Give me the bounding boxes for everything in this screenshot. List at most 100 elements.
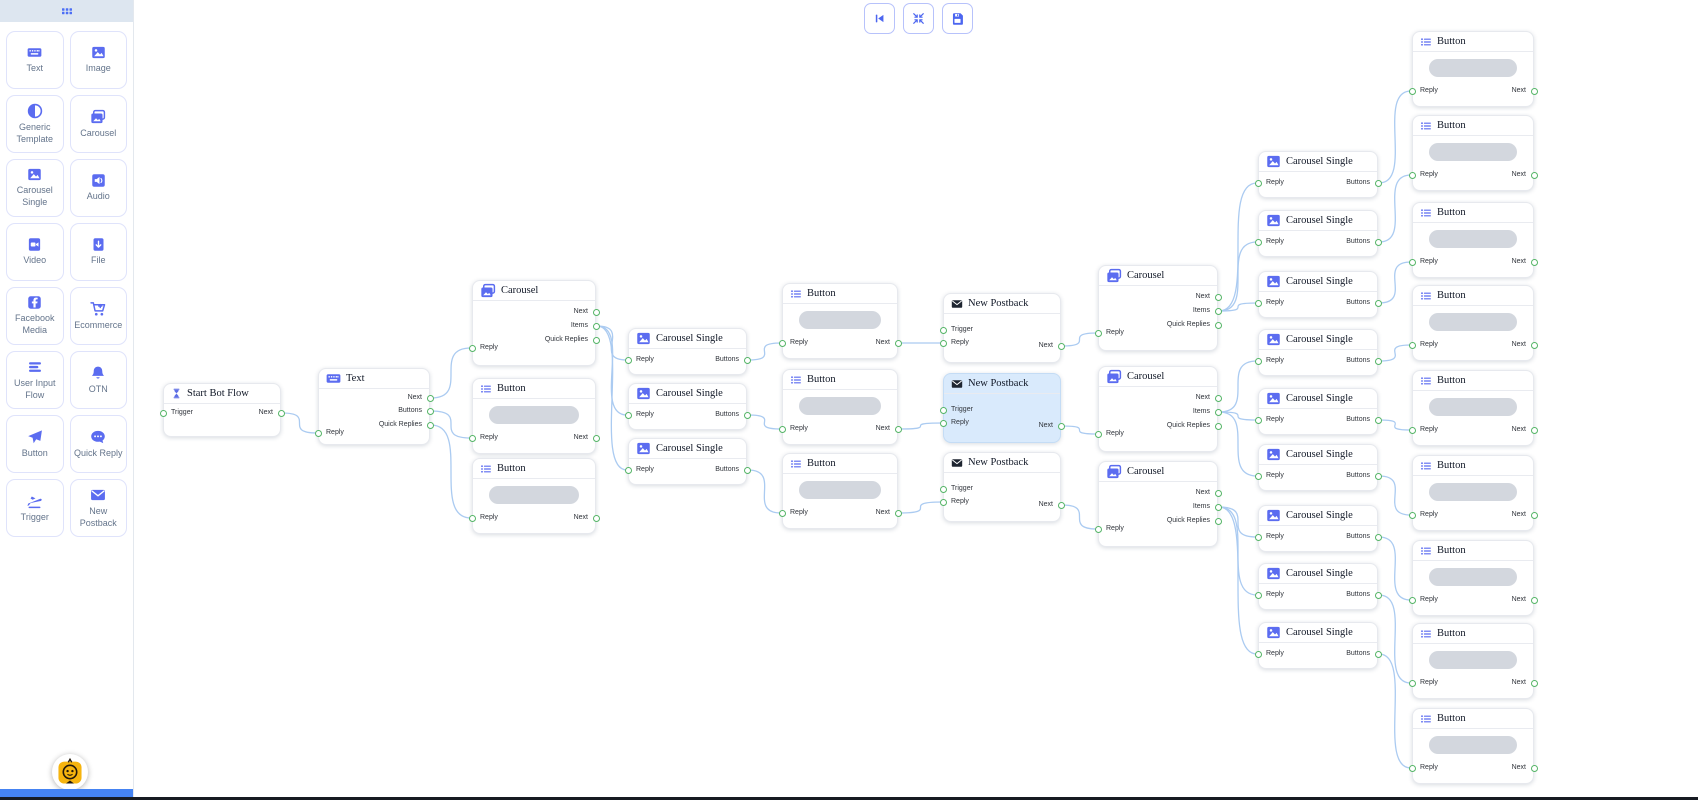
port-buttons-handle[interactable] [1374,592,1382,599]
port-quick-replies-handle[interactable] [426,422,434,429]
port-next-handle[interactable] [592,435,600,442]
port-next-handle[interactable] [277,410,285,417]
port-items-handle[interactable] [1214,409,1222,416]
port-reply-handle[interactable] [1408,88,1416,95]
port-next-handle[interactable] [1530,680,1538,687]
port-reply-handle[interactable] [624,467,632,474]
port-buttons-handle[interactable] [1374,651,1382,658]
port-next-handle[interactable] [1057,343,1065,350]
port-reply-handle[interactable] [1408,172,1416,179]
port-reply-handle[interactable] [778,510,786,517]
port-buttons-handle[interactable] [743,467,751,474]
port-next-handle[interactable] [1530,88,1538,95]
port-reply-handle[interactable] [778,426,786,433]
port-next-handle[interactable] [1530,259,1538,266]
port-quick-replies-handle[interactable] [1214,423,1222,430]
sidebar-item-new-postback[interactable]: New Postback [69,479,127,537]
port-buttons-handle[interactable] [1374,358,1382,365]
port-buttons-handle[interactable] [1374,417,1382,424]
port-next-handle[interactable] [1530,342,1538,349]
port-trigger-handle[interactable] [939,486,947,493]
port-reply-handle[interactable] [1254,180,1262,187]
sidebar-item-text[interactable]: Text [6,31,64,89]
port-next-handle[interactable] [1530,765,1538,772]
sidebar-item-generic-template[interactable]: Generic Template [6,95,64,153]
port-reply-handle[interactable] [468,515,476,522]
port-reply-handle[interactable] [1408,680,1416,687]
port-next-handle[interactable] [1057,502,1065,509]
port-reply-handle[interactable] [1094,526,1102,533]
port-next-handle[interactable] [1530,172,1538,179]
port-buttons-handle[interactable] [743,412,751,419]
port-reply-handle[interactable] [1408,597,1416,604]
port-next-handle[interactable] [592,515,600,522]
save-button[interactable] [942,3,973,34]
port-next-handle[interactable] [1530,427,1538,434]
port-next-handle[interactable] [894,426,902,433]
port-quick-replies-handle[interactable] [1214,518,1222,525]
port-reply-handle[interactable] [1254,592,1262,599]
sidebar-header[interactable] [0,0,133,22]
port-reply-handle[interactable] [624,357,632,364]
port-reply-handle[interactable] [1254,473,1262,480]
port-buttons-handle[interactable] [1374,300,1382,307]
port-next-handle[interactable] [894,340,902,347]
sidebar-item-image[interactable]: Image [69,31,127,89]
port-reply-handle[interactable] [1094,431,1102,438]
sidebar-item-file[interactable]: File [69,223,127,281]
go-to-start-button[interactable] [864,3,895,34]
port-reply-handle[interactable] [1254,300,1262,307]
sidebar-item-audio[interactable]: Audio [69,159,127,217]
port-reply-handle[interactable] [1254,358,1262,365]
bot-avatar[interactable] [52,754,88,790]
port-reply-handle[interactable] [468,345,476,352]
port-next-handle[interactable] [1214,490,1222,497]
sidebar-item-carousel[interactable]: Carousel [69,95,127,153]
port-next-handle[interactable] [592,309,600,316]
port-reply-handle[interactable] [1094,330,1102,337]
port-reply-handle[interactable] [1408,765,1416,772]
fit-view-button[interactable] [903,3,934,34]
sidebar-item-ecommerce[interactable]: Ecommerce [69,287,127,345]
port-next-handle[interactable] [1214,395,1222,402]
port-reply-handle[interactable] [1408,427,1416,434]
port-next-handle[interactable] [1214,294,1222,301]
port-reply-handle[interactable] [314,430,322,437]
port-reply-handle[interactable] [1254,651,1262,658]
port-reply-handle[interactable] [468,435,476,442]
port-next-handle[interactable] [1530,597,1538,604]
port-next-handle[interactable] [894,510,902,517]
port-buttons-handle[interactable] [1374,239,1382,246]
port-items-handle[interactable] [1214,308,1222,315]
port-quick-replies-handle[interactable] [1214,322,1222,329]
port-buttons-handle[interactable] [743,357,751,364]
port-buttons-handle[interactable] [426,408,434,415]
